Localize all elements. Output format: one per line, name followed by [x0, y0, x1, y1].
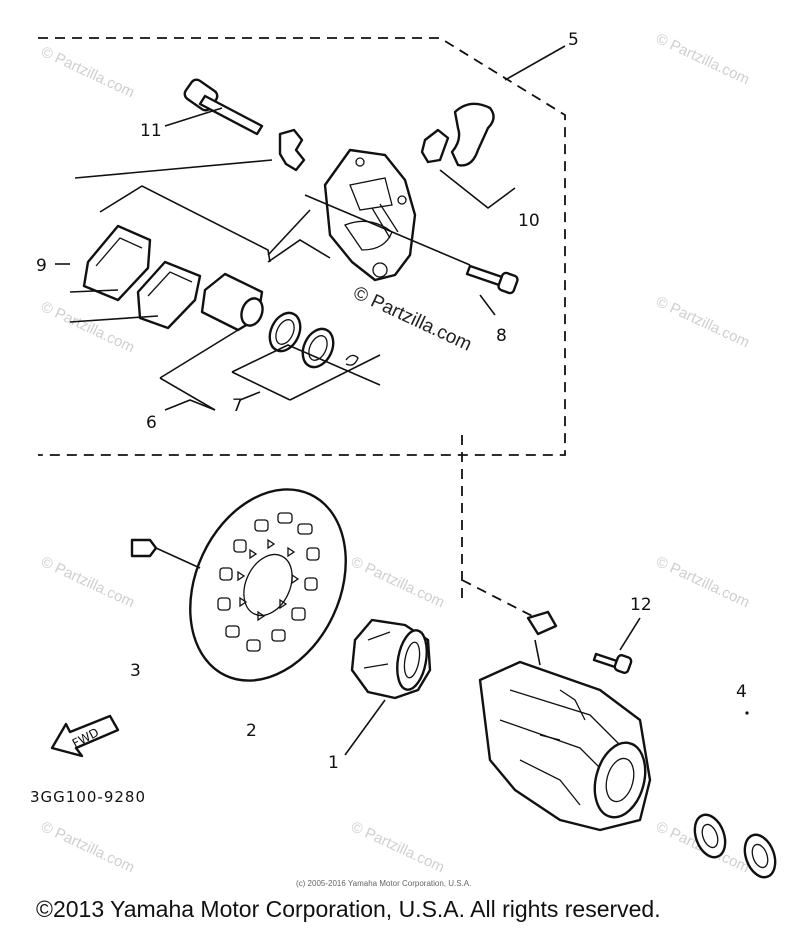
- fine-print: (c) 2005-2016 Yamaha Motor Corporation, …: [296, 879, 471, 888]
- callout-11: 11: [140, 121, 162, 141]
- callout-12: 12: [630, 595, 652, 615]
- callout-3: 3: [130, 661, 141, 681]
- forward-direction-arrow: FWD: [50, 714, 120, 758]
- caliper-body: [323, 148, 417, 282]
- watermark: © Partzilla.com: [38, 43, 137, 101]
- pad-pin-bolt: [183, 78, 264, 136]
- callout-8: 8: [496, 326, 507, 346]
- wheel-hub: [344, 618, 432, 756]
- brake-housing: [478, 610, 652, 832]
- callout-6: 6: [146, 413, 157, 433]
- brake-pads: [82, 224, 202, 330]
- watermark: © Partzilla.com: [653, 553, 752, 611]
- callout-5: 5: [568, 30, 579, 50]
- callout-10: 10: [518, 211, 540, 231]
- watermark: © Partzilla.com: [38, 818, 137, 876]
- callout-1: 1: [328, 753, 339, 773]
- callout-2: 2: [246, 721, 257, 741]
- callout-4: 4: [736, 682, 747, 702]
- callout-numbers: 1 2 3 4 5 6 7 8 9 10 11 12: [36, 30, 747, 773]
- watermark: © Partzilla.com: [348, 818, 447, 876]
- caliper-parts: [82, 78, 519, 369]
- disc-screw: [130, 538, 201, 569]
- callout-9: 9: [36, 256, 47, 276]
- watermark: © Partzilla.com: [348, 553, 447, 611]
- footer-copyright: ©2013 Yamaha Motor Corporation, U.S.A. A…: [36, 896, 661, 922]
- axle-nuts: [693, 711, 777, 879]
- watermark: © Partzilla.com: [38, 298, 137, 356]
- brake-disc: [189, 488, 347, 682]
- housing-bolt: [592, 617, 641, 674]
- piston-seals: [268, 311, 359, 369]
- caliper-piston: [200, 272, 264, 332]
- center-watermark: © Partzilla.com: [350, 282, 475, 355]
- watermark: © Partzilla.com: [653, 293, 752, 351]
- caliper-bracket: [420, 102, 495, 167]
- caliper-leader-lines: [55, 45, 566, 411]
- bleed-bolt: [465, 264, 519, 295]
- caliper-assembly-outline: [38, 37, 566, 621]
- watermark: © Partzilla.com: [653, 30, 752, 88]
- diagram-code: 3GG100-9280: [30, 788, 146, 806]
- callout-7: 7: [232, 396, 243, 416]
- pin-clip: [278, 128, 306, 172]
- watermark: © Partzilla.com: [38, 553, 137, 611]
